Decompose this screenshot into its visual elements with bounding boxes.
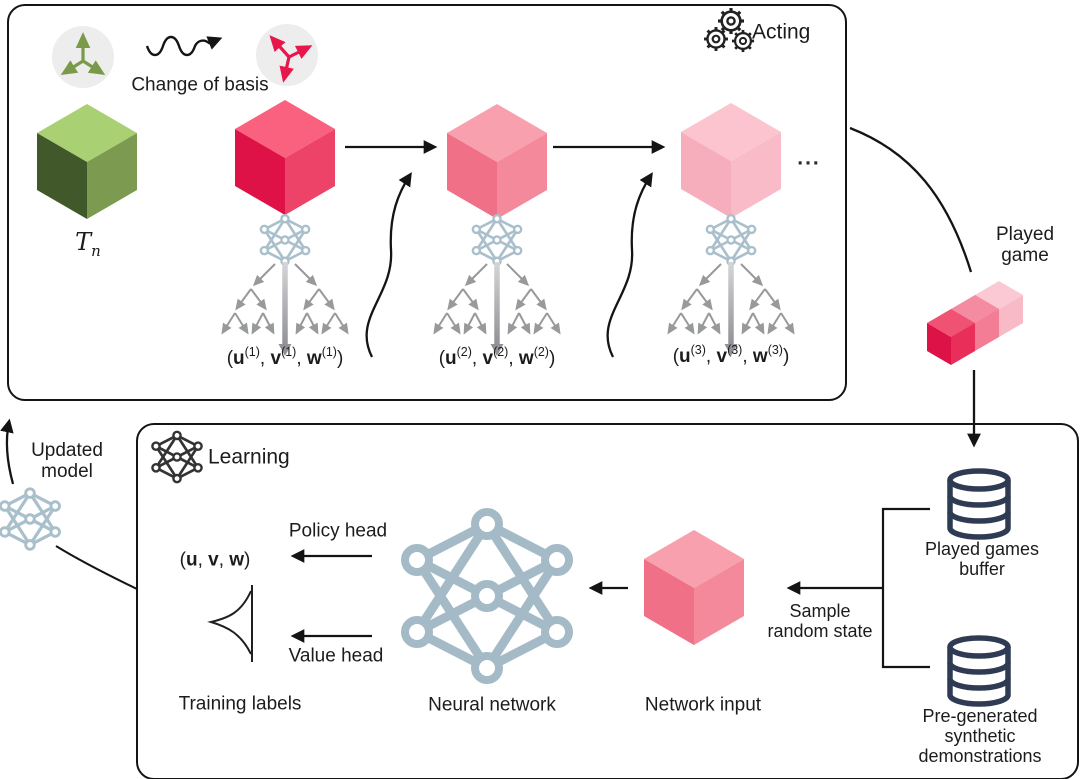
tensor-label: Tn xyxy=(75,228,101,260)
played-game-cubes xyxy=(927,281,1023,365)
action-label-3: (u(3), v(3), w(3)) xyxy=(672,342,790,368)
value-head-label: Value head xyxy=(288,645,384,667)
updated-model-icon xyxy=(0,487,62,551)
action-label-2: (u(2), v(2), w(2)) xyxy=(438,344,556,370)
ellipsis: ... xyxy=(797,146,821,170)
updated-model-arrow xyxy=(0,418,15,485)
policy-head-label: Policy head xyxy=(288,520,388,542)
action-label-1: (u(1), v(1), w(1)) xyxy=(226,344,344,370)
change-of-basis-label: Change of basis xyxy=(131,74,269,96)
network-input-label: Network input xyxy=(644,694,762,716)
training-labels-label: Training labels xyxy=(178,693,302,715)
acting-to-played-game-curve xyxy=(849,126,973,273)
uvw-label: (u, v, w) xyxy=(179,549,251,571)
acting-title: Acting xyxy=(752,20,811,44)
learning-to-updated-model-curve xyxy=(55,545,138,590)
neural-network-label: Neural network xyxy=(428,694,556,716)
learning-title: Learning xyxy=(208,445,290,469)
